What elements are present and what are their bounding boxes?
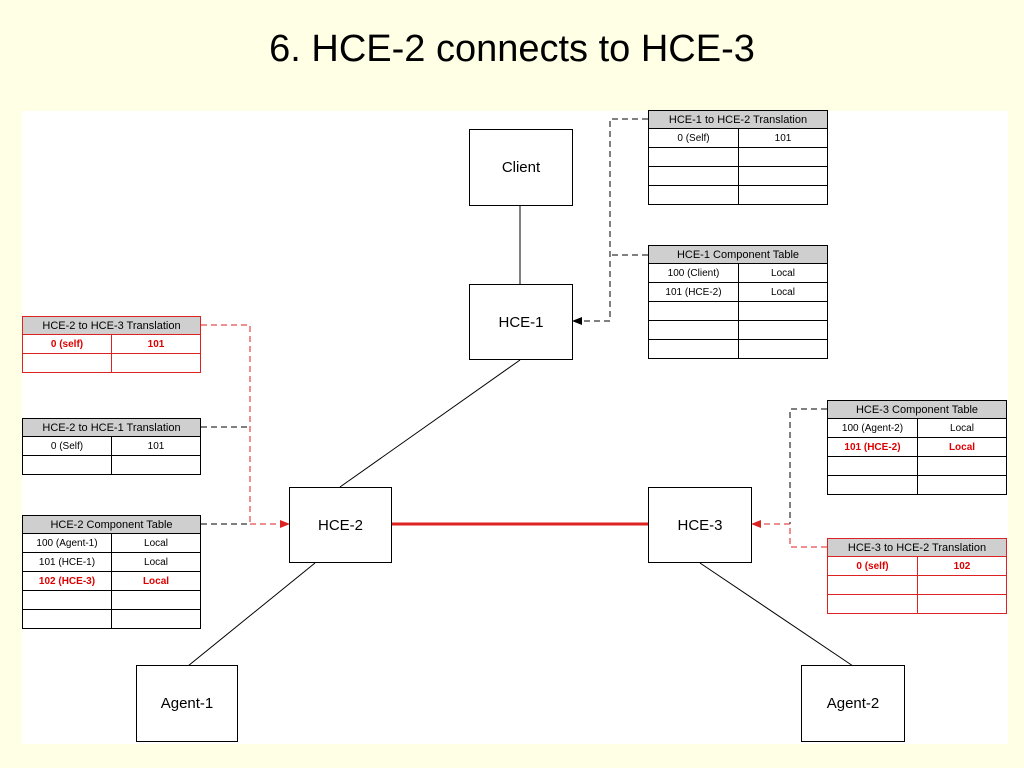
table-cell: 100 (Agent-1) <box>22 533 112 553</box>
table-cell: 101 <box>111 334 201 354</box>
table-cell: 0 (Self) <box>648 128 739 148</box>
table-cell <box>738 339 828 359</box>
table-cell: Local <box>111 533 201 553</box>
table-hce1-component: HCE-1 Component Table 100 (Client)Local … <box>648 245 828 359</box>
table-cell: 0 (self) <box>827 556 918 576</box>
table-hce3-to-hce2-translation: HCE-3 to HCE-2 Translation 0 (self)102 <box>827 538 1007 614</box>
table-cell <box>111 590 201 610</box>
table-cell: 100 (Client) <box>648 263 739 283</box>
table-cell: 101 (HCE-2) <box>648 282 739 302</box>
table-title: HCE-1 Component Table <box>648 245 828 264</box>
table-cell <box>648 320 739 340</box>
table-title: HCE-2 Component Table <box>22 515 201 534</box>
table-cell <box>827 594 918 614</box>
table-cell: 101 <box>738 128 828 148</box>
table-cell <box>648 147 739 167</box>
table-cell <box>917 575 1007 595</box>
table-cell: 102 <box>917 556 1007 576</box>
table-title: HCE-3 to HCE-2 Translation <box>827 538 1007 557</box>
table-cell <box>738 320 828 340</box>
node-client: Client <box>469 129 573 206</box>
table-cell: 101 (HCE-2) <box>827 437 918 457</box>
table-cell: 101 <box>111 436 201 456</box>
table-cell: Local <box>917 418 1007 438</box>
table-cell <box>22 455 112 475</box>
table-cell <box>738 185 828 205</box>
table-cell <box>827 475 918 495</box>
table-cell: 101 (HCE-1) <box>22 552 112 572</box>
table-hce2-to-hce3-translation: HCE-2 to HCE-3 Translation 0 (self)101 <box>22 316 201 373</box>
table-cell: 0 (self) <box>22 334 112 354</box>
table-cell: 102 (HCE-3) <box>22 571 112 591</box>
table-title: HCE-2 to HCE-1 Translation <box>22 418 201 437</box>
table-title: HCE-2 to HCE-3 Translation <box>22 316 201 335</box>
table-cell <box>827 456 918 476</box>
table-hce1-to-hce2-translation: HCE-1 to HCE-2 Translation 0 (Self)101 <box>648 110 828 205</box>
table-cell <box>22 590 112 610</box>
table-hce3-component: HCE-3 Component Table 100 (Agent-2)Local… <box>827 400 1007 495</box>
table-cell <box>738 147 828 167</box>
table-cell <box>648 339 739 359</box>
table-cell <box>917 475 1007 495</box>
table-cell <box>648 301 739 321</box>
table-title: HCE-3 Component Table <box>827 400 1007 419</box>
table-cell: 100 (Agent-2) <box>827 418 918 438</box>
table-cell: Local <box>917 437 1007 457</box>
table-cell <box>827 575 918 595</box>
table-cell <box>917 594 1007 614</box>
table-cell <box>111 455 201 475</box>
node-hce2: HCE-2 <box>289 487 392 563</box>
table-cell <box>22 353 112 373</box>
table-cell <box>111 609 201 629</box>
node-hce1: HCE-1 <box>469 284 573 360</box>
node-agent2: Agent-2 <box>801 665 905 742</box>
table-cell <box>22 609 112 629</box>
table-cell <box>738 166 828 186</box>
table-hce2-to-hce1-translation: HCE-2 to HCE-1 Translation 0 (Self)101 <box>22 418 201 475</box>
slide-title: 6. HCE-2 connects to HCE-3 <box>269 28 755 70</box>
table-cell <box>111 353 201 373</box>
table-title: HCE-1 to HCE-2 Translation <box>648 110 828 129</box>
table-cell <box>648 185 739 205</box>
node-agent1: Agent-1 <box>136 665 238 742</box>
table-cell: Local <box>738 282 828 302</box>
table-cell: Local <box>111 571 201 591</box>
table-cell <box>738 301 828 321</box>
table-cell: Local <box>738 263 828 283</box>
table-cell <box>917 456 1007 476</box>
table-hce2-component: HCE-2 Component Table 100 (Agent-1)Local… <box>22 515 201 629</box>
table-cell <box>648 166 739 186</box>
table-cell: Local <box>111 552 201 572</box>
table-cell: 0 (Self) <box>22 436 112 456</box>
node-hce3: HCE-3 <box>648 487 752 563</box>
